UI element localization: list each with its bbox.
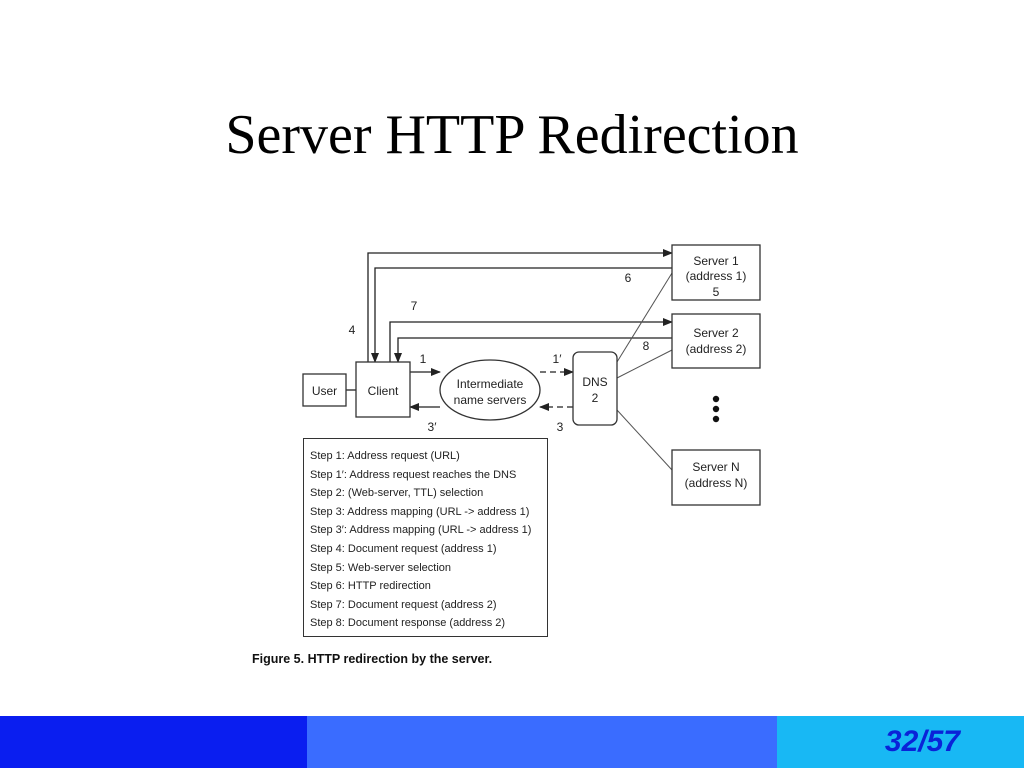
label-step4: 4 [349,323,356,337]
server1-node [671,244,761,301]
dns-to-server1-line [616,272,673,363]
user-label: User [312,384,337,398]
label-step7: 7 [411,299,418,313]
arrow-step6-server1-to-client [371,267,672,363]
dns-label-line2: 2 [592,391,599,405]
steps-legend-box: Step 1: Address request (URL) Step 1′: A… [303,438,548,637]
step-1-prime: Step 1′: Address request reaches the DNS [310,468,517,481]
dns-to-server2-line [616,349,673,379]
dns-to-serverN-line [616,409,673,471]
client-label: Client [368,384,399,398]
figure-caption: Figure 5. HTTP redirection by the server… [252,652,493,666]
arrow-step7-client-to-server2 [389,318,673,362]
server2-node [671,313,761,369]
footer-segment-light [777,716,1024,768]
step-1: Step 1: Address request (URL) [310,450,460,462]
label-step6: 6 [625,271,632,285]
step-8: Step 8: Document response (address 2) [310,617,506,630]
server2-label-line1: Server 2 [693,326,739,340]
intermediate-label-line1: Intermediate [457,377,524,391]
serverN-node [671,449,761,506]
footer-bar: 32/57 [0,716,1024,768]
server1-label-line3: 5 [713,285,720,299]
server1-label-line2: (address 1) [686,269,747,283]
slide-title: Server HTTP Redirection [225,104,799,166]
step-3: Step 3: Address mapping (URL -> address … [310,505,530,518]
label-step3p: 3′ [428,420,438,434]
dns-label-line1: DNS [582,375,607,389]
serverN-label-line1: Server N [692,460,739,474]
footer-segment-dark [0,716,307,768]
label-step1: 1 [420,352,427,366]
step-4: Step 4: Document request (address 1) [310,542,497,555]
client-node [355,361,411,418]
footer-segment-mid [307,716,777,768]
page-number: 32/57 [884,725,960,758]
server1-label-line1: Server 1 [693,254,739,268]
user-node [302,373,347,407]
step-2: Step 2: (Web-server, TTL) selection [310,487,484,500]
step-5: Step 5: Web-server selection [310,561,452,574]
arrow-step8-server2-to-client [394,337,672,363]
dns-node [572,351,618,426]
intermediate-label-line2: name servers [454,393,527,407]
serverN-label-line2: (address N) [685,476,748,490]
label-step3: 3 [557,420,564,434]
label-step8: 8 [643,339,650,353]
vertical-ellipsis-icon [712,395,720,423]
intermediate-name-servers-node [439,359,541,421]
step-6: Step 6: HTTP redirection [310,580,431,593]
label-step1p: 1′ [553,352,563,366]
step-3-prime: Step 3′: Address mapping (URL -> address… [310,524,532,537]
step-7: Step 7: Document request (address 2) [310,598,497,611]
server2-label-line2: (address 2) [686,342,747,356]
arrow-step4-client-to-server1 [367,249,673,362]
